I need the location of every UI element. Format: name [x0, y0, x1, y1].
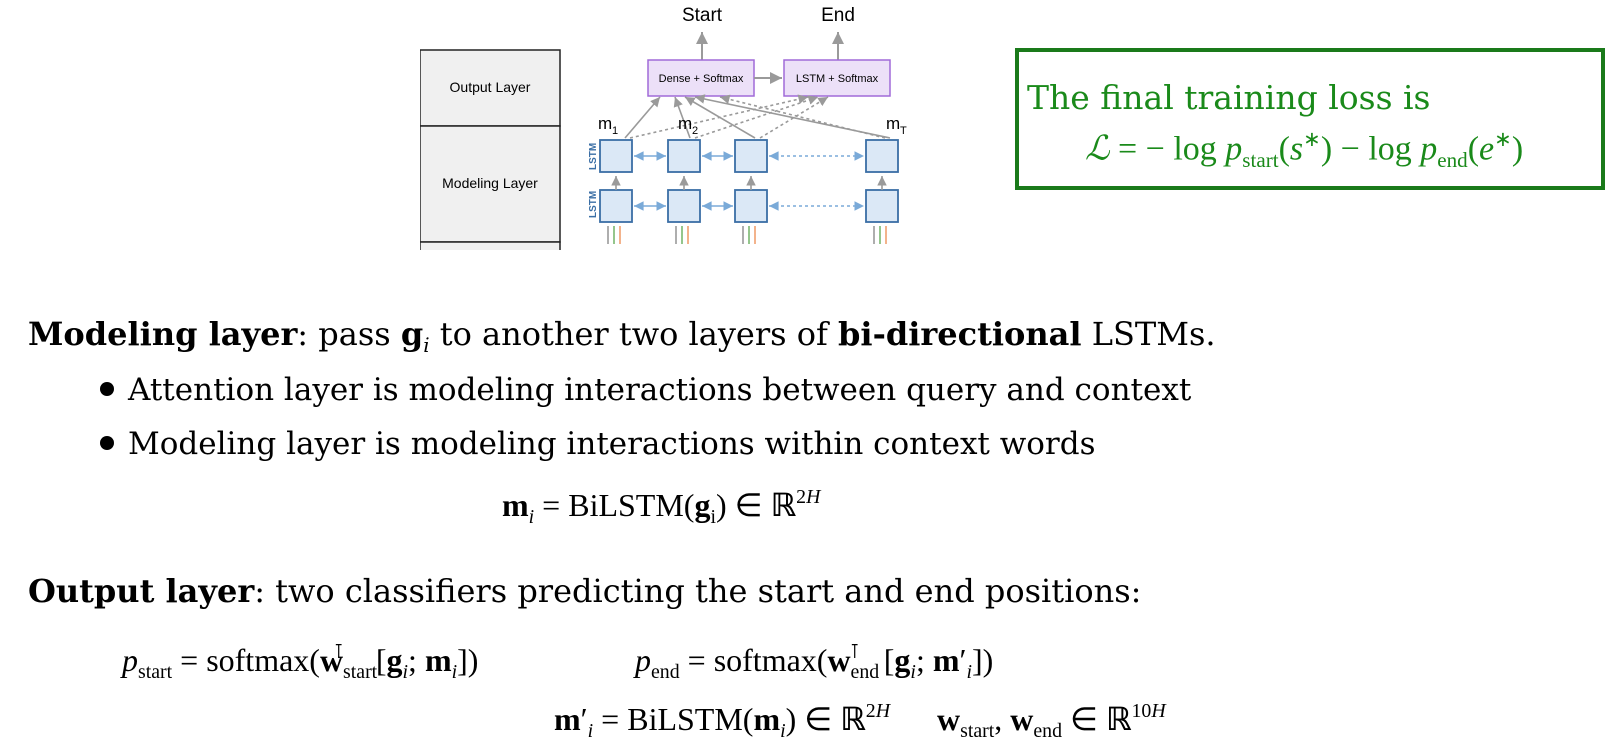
g-subscript: i — [423, 333, 430, 357]
equation-pend: pend = softmax(wend⊺ [gi; m′i]) — [635, 641, 994, 683]
bullet-attention: Attention layer is modeling interactions… — [100, 372, 1191, 408]
m-to-softmax-arrows — [624, 94, 891, 139]
end-label: End — [821, 5, 855, 26]
input-arrows — [607, 226, 887, 244]
output-layer-label: Output Layer — [450, 79, 531, 95]
lstm-softmax-label: LSTM + Softmax — [796, 73, 879, 85]
layer-panel: Output Layer Modeling Layer — [420, 49, 561, 250]
loss-box-title: The final training loss is — [1027, 78, 1431, 117]
lstm-label-top: LSTM — [588, 143, 599, 170]
bidaf-architecture-diagram: Output Layer Modeling Layer Start End De… — [420, 5, 907, 250]
equation-m-prime: m′i = BiLSTM(mi) ∈ ℝ2H — [554, 700, 891, 742]
start-label: Start — [682, 5, 723, 26]
output-layer-description: Output layer: two classifiers predicting… — [28, 572, 1141, 610]
equation-pstart: pstart = softmax(wstart⊺ [gi; mi]) — [122, 641, 479, 683]
lstm-row-bottom — [599, 189, 899, 223]
modeling-layer-heading: Modeling layer — [28, 315, 298, 353]
bullet-dot — [100, 381, 114, 396]
bullet-dot — [100, 435, 114, 450]
mT-sub: T — [900, 125, 907, 137]
modeling-text-mid: to another two layers of — [429, 315, 839, 353]
m2-label: m — [678, 114, 692, 133]
m1-label: m — [598, 114, 612, 133]
training-loss-box: The final training loss is ℒ = − log pst… — [1015, 48, 1605, 190]
bullet-text: Attention layer is modeling interactions… — [128, 372, 1192, 408]
modeling-text-after: LSTMs. — [1081, 315, 1216, 353]
loss-equation: ℒ = − log pstart(s∗) − log pend(e∗) — [1085, 127, 1524, 173]
lstm-label-bottom: LSTM — [588, 191, 599, 218]
m-prime-to-softmax-arrows — [629, 94, 886, 139]
mT-label: m — [886, 114, 900, 133]
equation-weights: wstart, wend ∈ ℝ10H — [937, 700, 1166, 742]
lstm-softmax-box — [783, 59, 891, 97]
bidirectional-term: bi-directional — [838, 315, 1082, 353]
dense-softmax-label: Dense + Softmax — [659, 73, 744, 85]
bullet-modeling: Modeling layer is modeling interactions … — [100, 426, 1096, 462]
g-symbol: g — [400, 315, 424, 353]
m-labels: m 1 m 2 m T — [598, 114, 907, 137]
modeling-layer-label: Modeling Layer — [442, 175, 538, 191]
modeling-layer-description: Modeling layer: pass gi to another two l… — [28, 315, 1216, 357]
vertical-arrows — [611, 176, 887, 190]
bullet-text: Modeling layer is modeling interactions … — [128, 426, 1096, 462]
m2-sub: 2 — [692, 125, 698, 137]
output-text: : two classifiers predicting the start a… — [254, 572, 1142, 610]
output-layer-heading: Output layer — [28, 572, 255, 610]
m1-sub: 1 — [612, 125, 618, 137]
lstm-row-top — [599, 139, 899, 173]
bidirectional-arrows — [634, 151, 864, 211]
equation-mi: mi = BiLSTM(gi) ∈ ℝ2H — [502, 486, 821, 528]
modeling-text-before: : pass — [297, 315, 401, 353]
